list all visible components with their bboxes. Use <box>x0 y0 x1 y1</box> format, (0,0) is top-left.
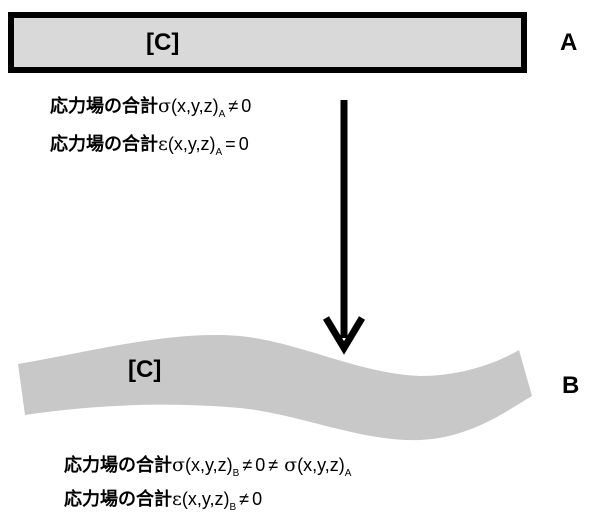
equation-prefix: 応力場の合計 <box>64 489 172 509</box>
equation-args: (x,y,z) <box>184 455 233 475</box>
equation-prefix: 応力場の合計 <box>50 134 158 154</box>
equation-subscript: A <box>218 109 226 120</box>
equation-relation-2: ≠ <box>268 455 279 475</box>
equation-prefix: 応力場の合計 <box>64 455 172 475</box>
equation-subscript: A <box>215 147 223 158</box>
down-arrow-head <box>322 316 366 355</box>
equation-value: 0 <box>255 455 266 475</box>
equation-value: 0 <box>252 489 263 509</box>
equation-subscript-2: A <box>344 468 352 479</box>
equation-value: 0 <box>238 134 249 154</box>
equation-b-stress: 応力場の合計σ(x,y,z)B≠0≠σ(x,y,z)A <box>64 453 351 486</box>
curved-bar <box>18 334 532 441</box>
equation-relation: = <box>225 134 236 154</box>
equation-subscript: B <box>229 502 237 513</box>
sigma-symbol-2: σ <box>284 454 298 476</box>
epsilon-symbol: ε <box>158 133 168 155</box>
label-b: B <box>562 372 579 399</box>
equation-a-stress: 応力場の合計σ(x,y,z)A≠0 <box>50 94 251 127</box>
sigma-symbol: σ <box>172 454 185 476</box>
equation-args: (x,y,z) <box>167 134 216 154</box>
equation-relation: ≠ <box>228 96 239 116</box>
equation-args-2: (x,y,z) <box>297 455 345 475</box>
top-bar <box>8 12 527 73</box>
equation-b-strain: 応力場の合計ε(x,y,z)B≠0 <box>64 487 262 520</box>
label-a: A <box>560 29 577 56</box>
equation-subscript: B <box>232 468 240 479</box>
top-bar-label: [C] <box>146 29 179 56</box>
curved-bar-label: [C] <box>128 356 161 383</box>
equation-value: 0 <box>241 96 252 116</box>
sigma-symbol: σ <box>158 95 171 117</box>
equation-relation: ≠ <box>239 489 250 509</box>
equation-args: (x,y,z) <box>170 96 219 116</box>
equation-relation: ≠ <box>242 455 253 475</box>
equation-a-strain: 応力場の合計ε(x,y,z)A=0 <box>50 132 249 165</box>
epsilon-symbol: ε <box>172 488 182 510</box>
equation-prefix: 応力場の合計 <box>50 96 158 116</box>
equation-args: (x,y,z) <box>181 489 230 509</box>
